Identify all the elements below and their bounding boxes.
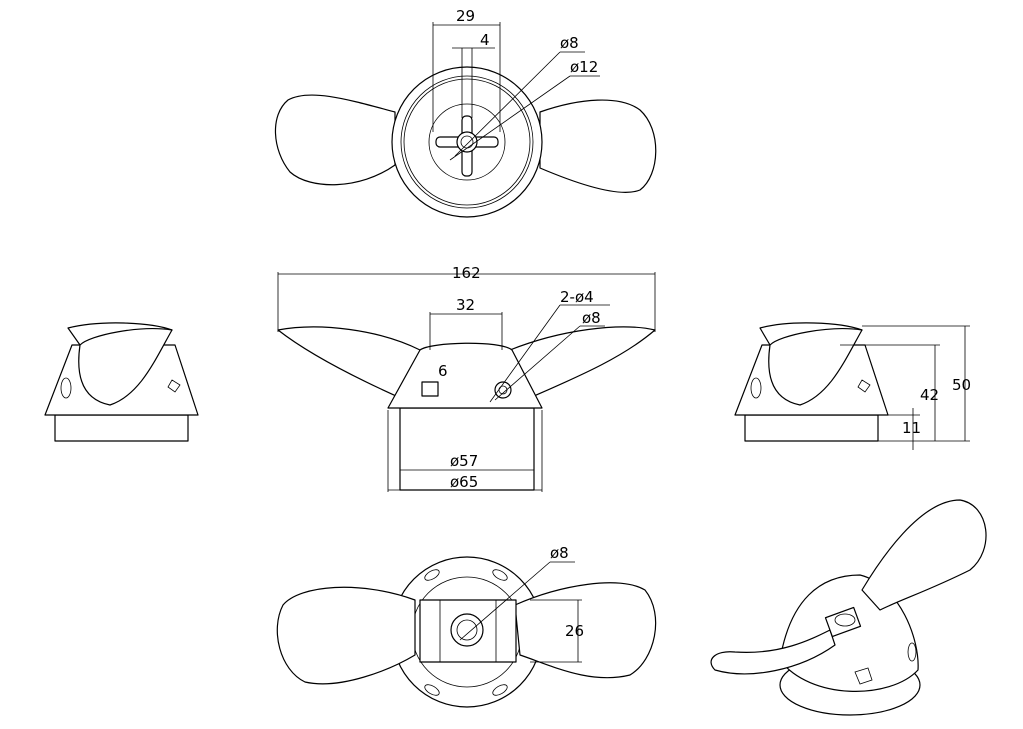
right-side-view: 50 42 11 — [734, 322, 971, 450]
top-slot-label: 4 — [480, 31, 490, 49]
base-height-label: 11 — [902, 419, 921, 437]
left-side-view — [44, 322, 199, 442]
left-base — [54, 414, 189, 442]
outer-dia-label: ø65 — [450, 473, 478, 491]
bottom-hole-label: ø8 — [550, 544, 569, 562]
height-blade-label: 42 — [920, 386, 939, 404]
right-blade — [768, 328, 863, 406]
top-large-dia-label: ø12 — [570, 58, 598, 76]
left-blade — [78, 328, 173, 406]
right-base — [744, 414, 879, 442]
front-hole-label: ø8 — [582, 309, 601, 327]
top-right-blade — [539, 99, 657, 193]
hub-width-label: 32 — [456, 296, 475, 314]
bottom-hole — [450, 613, 484, 647]
top-small-dia-label: ø8 — [560, 34, 579, 52]
bottom-view: ø8 26 — [276, 544, 657, 708]
bottom-slot-label: 26 — [565, 622, 584, 640]
inner-dia-label: ø57 — [450, 452, 478, 470]
top-width-label: 29 — [456, 7, 475, 25]
iso-lower-blade — [710, 629, 836, 675]
front-base — [399, 407, 535, 491]
top-view: 29 4 ø8 ø12 — [274, 7, 657, 218]
front-view: 162 32 6 2-ø4 ø8 ø57 ø65 — [277, 264, 656, 492]
bottom-right-blade — [514, 582, 657, 679]
small-hole-label: 6 — [438, 362, 448, 380]
isometric-view — [710, 499, 987, 716]
bottom-left-blade — [276, 586, 416, 685]
height-total-label: 50 — [952, 376, 971, 394]
holes-label: 2-ø4 — [560, 288, 594, 306]
top-hub-inner — [428, 103, 506, 181]
iso-upper-blade — [861, 499, 987, 611]
front-small-hole — [421, 381, 439, 397]
top-hub-ring — [400, 75, 534, 209]
top-left-blade — [274, 94, 396, 186]
total-length-label: 162 — [452, 264, 481, 282]
front-round-hole — [494, 381, 512, 399]
